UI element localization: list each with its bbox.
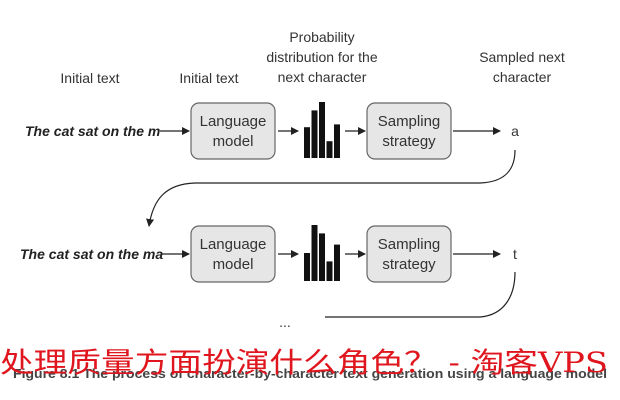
header-probability-line3: next character [278,69,367,85]
header-probability-line1: Probability [289,29,354,45]
row-2-language-model-box [190,225,276,283]
row-1: The cat sat on the m Language model Samp… [25,102,519,160]
ellipsis: ... [279,314,291,330]
row-1-dist-bar-5 [334,124,340,158]
row-2-dist-bar-2 [311,225,318,281]
row-1-dist-bar-1 [304,127,310,158]
row-2-sampling-strategy-box [366,225,452,283]
row-2-model-label-2: model [213,256,254,273]
row-1-dist-bar-3 [319,102,325,158]
row-2-model-label-1: Language [200,236,267,253]
row-2-strategy-label-1: Sampling [378,236,441,253]
row-1-dist-bar-4 [326,141,333,158]
header-initial-text-left: Initial text [60,70,119,86]
row-1-sampling-strategy-box [366,102,452,160]
row-2-dist-bar-4 [326,261,333,281]
row-1-model-label-2: model [213,133,254,150]
row-2-dist-bar-5 [334,244,340,281]
header-sampled-line2: character [493,69,552,85]
row-1-strategy-label-1: Sampling [378,113,441,130]
row-1-output-char: a [511,123,519,139]
row-2-distribution-bars [304,225,340,281]
row-2-strategy-label-2: strategy [382,256,436,273]
row-1-model-label-1: Language [200,113,267,130]
row-1-distribution-bars [304,102,340,158]
feedback-arrow-2 [325,271,516,318]
header-probability-line2: distribution for the [266,49,377,65]
row-1-language-model-box [190,102,276,160]
row-2: The cat sat on the ma Language model Sam… [20,225,517,283]
row-1-input-text: The cat sat on the m [25,123,160,139]
row-2-output-char: t [513,246,517,262]
feedback-arrow-1 [146,149,516,227]
header-initial-text-mid: Initial text [179,70,238,86]
figure-caption: Figure 8.1 The process of character-by-c… [13,366,607,381]
row-1-strategy-label-2: strategy [382,133,436,150]
row-2-input-text: The cat sat on the ma [20,246,163,262]
row-2-dist-bar-3 [319,233,325,281]
row-1-dist-bar-2 [311,110,318,158]
row-2-dist-bar-1 [304,253,310,281]
watermark-overlay-text: 处理质量方面扮演什么角色？ - 淘客VPS [0,346,608,379]
header-sampled-line1: Sampled next [479,49,565,65]
